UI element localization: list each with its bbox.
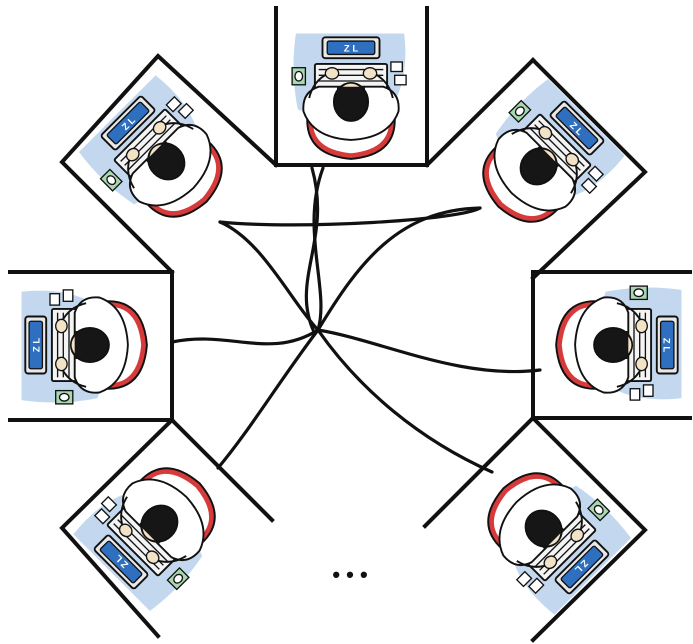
workstation-right [555,285,683,402]
cable-long [218,206,482,227]
workstation-top [291,32,408,160]
cable-bottom-left [216,328,320,470]
wall-top-left [59,53,279,275]
cable-left [170,328,320,346]
wall-top-right-b [530,57,648,281]
workstation-top-left [75,73,247,245]
wall-left [8,270,174,422]
cable-top-b [304,166,320,334]
cable-top-right [316,206,482,332]
wall-top [274,6,429,167]
cable-top-left [218,220,320,332]
wall-top-right-a [424,57,536,168]
workstation-bottom-left [71,443,243,615]
wall-bottom-left-a [59,417,175,639]
cable-right [316,328,542,374]
wall-bottom-right-b [422,415,536,529]
cubicle-walls [8,6,692,643]
wall-bottom-left-b [169,417,275,523]
wall-bottom-right-a [530,415,648,643]
workstation-top-right [455,75,627,247]
workstation-left [20,288,148,405]
cable-bottom-right [316,328,494,474]
continuation-dots: • • • [332,562,367,587]
network-cables [170,166,542,474]
